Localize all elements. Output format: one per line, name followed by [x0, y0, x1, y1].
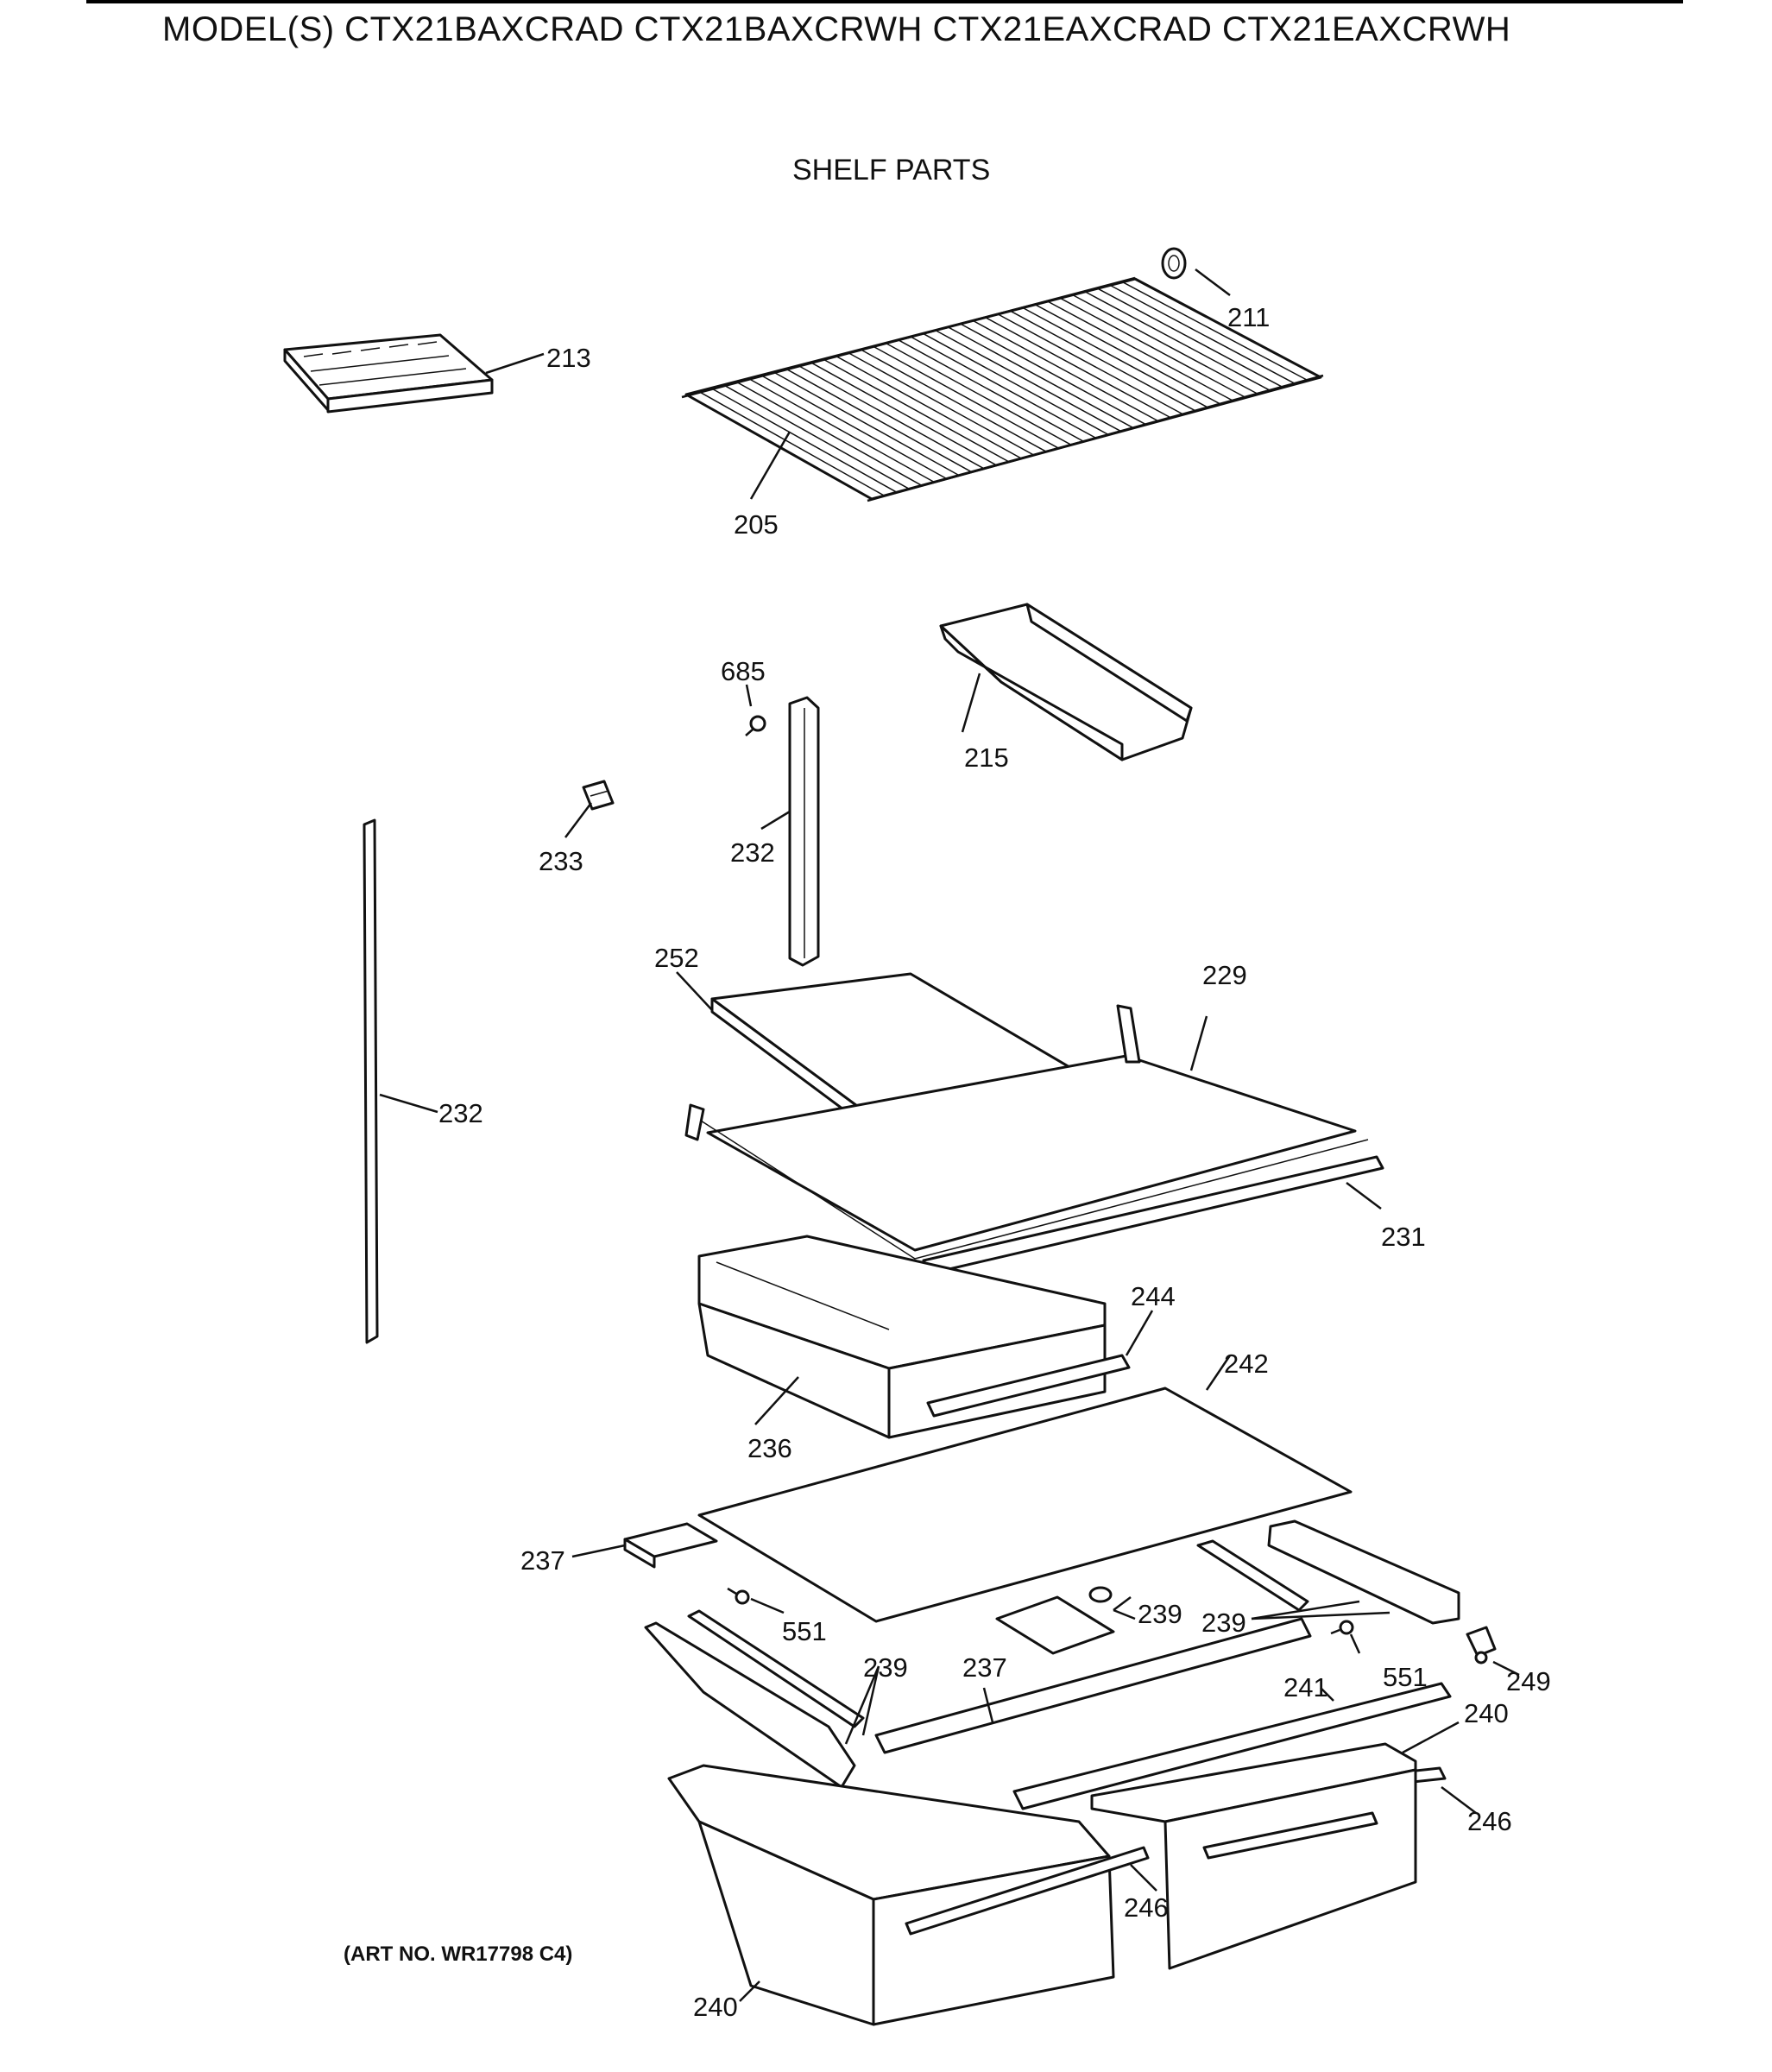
part-237-center-support: [874, 1617, 1312, 1754]
part-249-roller: [1466, 1626, 1497, 1665]
callout-236: 236: [747, 1433, 792, 1463]
header-rule: [86, 0, 1683, 3]
callout-231: 231: [1381, 1222, 1426, 1252]
part-232-long-rail: [363, 818, 379, 1344]
callout-249: 249: [1506, 1666, 1551, 1696]
callout-211: 211: [1227, 302, 1270, 332]
part-239-left-support: [644, 1609, 865, 1789]
part-240-right-drawer: [1090, 1742, 1417, 1970]
callout-232-long: 232: [438, 1098, 483, 1128]
part-239-center-slides: [995, 1586, 1115, 1655]
part-236-drawer: [697, 1235, 1107, 1439]
callout-237-center: 237: [962, 1652, 1007, 1683]
callout-241: 241: [1283, 1672, 1328, 1702]
callout-229: 229: [1202, 960, 1247, 990]
model-list-header: MODEL(S) CTX21BAXCRAD CTX21BAXCRWH CTX21…: [162, 10, 1511, 48]
part-232-short-rail: [788, 696, 820, 967]
callout-239-right: 239: [1201, 1608, 1246, 1638]
part-211-end-cap: [1161, 247, 1187, 280]
callout-242: 242: [1224, 1349, 1269, 1379]
callout-213: 213: [546, 343, 591, 373]
callout-244: 244: [1131, 1281, 1176, 1311]
callout-215: 215: [964, 742, 1009, 773]
callout-685: 685: [721, 656, 766, 686]
callout-551-left: 551: [782, 1616, 827, 1646]
part-233-clip: [582, 780, 615, 811]
callout-205: 205: [734, 509, 779, 540]
part-241-rail: [1012, 1682, 1452, 1810]
callout-252: 252: [654, 943, 699, 973]
callout-239-left: 239: [863, 1652, 908, 1683]
part-244-handle: [926, 1354, 1131, 1418]
part-237-left-bracket: [623, 1522, 718, 1569]
part-685-screw: [745, 715, 766, 736]
callout-246-left: 246: [1124, 1892, 1169, 1923]
section-title: SHELF PARTS: [792, 154, 991, 186]
callout-233: 233: [539, 846, 583, 876]
part-239-right-rails: [1196, 1519, 1460, 1625]
part-205-wire-shelf: [681, 276, 1324, 502]
callout-232-short: 232: [730, 837, 775, 868]
callout-551-right: 551: [1383, 1662, 1428, 1692]
callout-240-right: 240: [1464, 1698, 1509, 1728]
part-551-screw-left: [727, 1587, 750, 1605]
part-242-glass-cover: [697, 1387, 1353, 1623]
part-551-screw-right: [1330, 1620, 1354, 1635]
part-215-bin: [939, 603, 1193, 761]
callout-240-left: 240: [693, 1992, 738, 2022]
part-213-tray: [283, 333, 494, 414]
callout-237-left: 237: [520, 1545, 565, 1576]
part-229-wire-shelf: [684, 1004, 1369, 1260]
callout-239-center: 239: [1138, 1599, 1182, 1629]
part-240-left-drawer: [667, 1764, 1150, 2026]
art-number: (ART NO. WR17798 C4): [344, 1942, 573, 1966]
leader-lines: [379, 268, 1520, 2002]
callout-246-right: 246: [1467, 1806, 1512, 1836]
